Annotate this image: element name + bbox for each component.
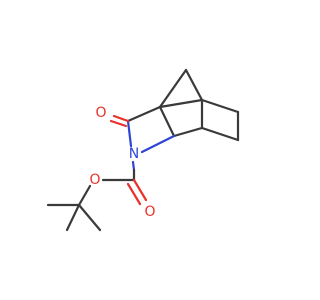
- boc-bonds: [46, 160, 148, 232]
- bond-tbutyl-me-right: [77, 203, 102, 232]
- bond-c1-c2: [158, 105, 176, 138]
- bond-n-c2: [140, 134, 176, 154]
- ring-bonds: [158, 68, 240, 142]
- bond-c1-carbonyl: [126, 105, 162, 123]
- bond-carbonyl-o-1: [112, 114, 130, 123]
- carbonyl-oxygen-label: O: [95, 105, 106, 121]
- bond-n-carbamate: [131, 160, 136, 172]
- ester-oxygen-label: O: [89, 172, 100, 188]
- bond-c6-c7: [200, 126, 240, 142]
- bond-c4-c5: [200, 98, 240, 114]
- bond-c1-bridge: [158, 68, 188, 109]
- carbamate-oxygen-label: O: [144, 204, 155, 220]
- ring-nitrogen-label: N: [129, 146, 139, 162]
- bond-c2-c7: [172, 126, 204, 138]
- atom-labels: O N O O: [89, 105, 155, 220]
- bond-carbamate-o-double-2: [126, 182, 142, 206]
- molecule-structure: O N O O: [46, 68, 240, 232]
- bond-bridge-c4: [184, 68, 204, 102]
- bond-o-tbutyl: [77, 184, 92, 207]
- bond-c1-c4: [158, 98, 204, 109]
- bond-carbamate-o-double-1: [132, 178, 148, 202]
- bond-carbonyl-o-2: [109, 119, 128, 128]
- bond-tbutyl-me-down: [65, 203, 81, 232]
- lactam-bonds: [109, 105, 176, 154]
- bond-carbonyl-n: [126, 119, 133, 148]
